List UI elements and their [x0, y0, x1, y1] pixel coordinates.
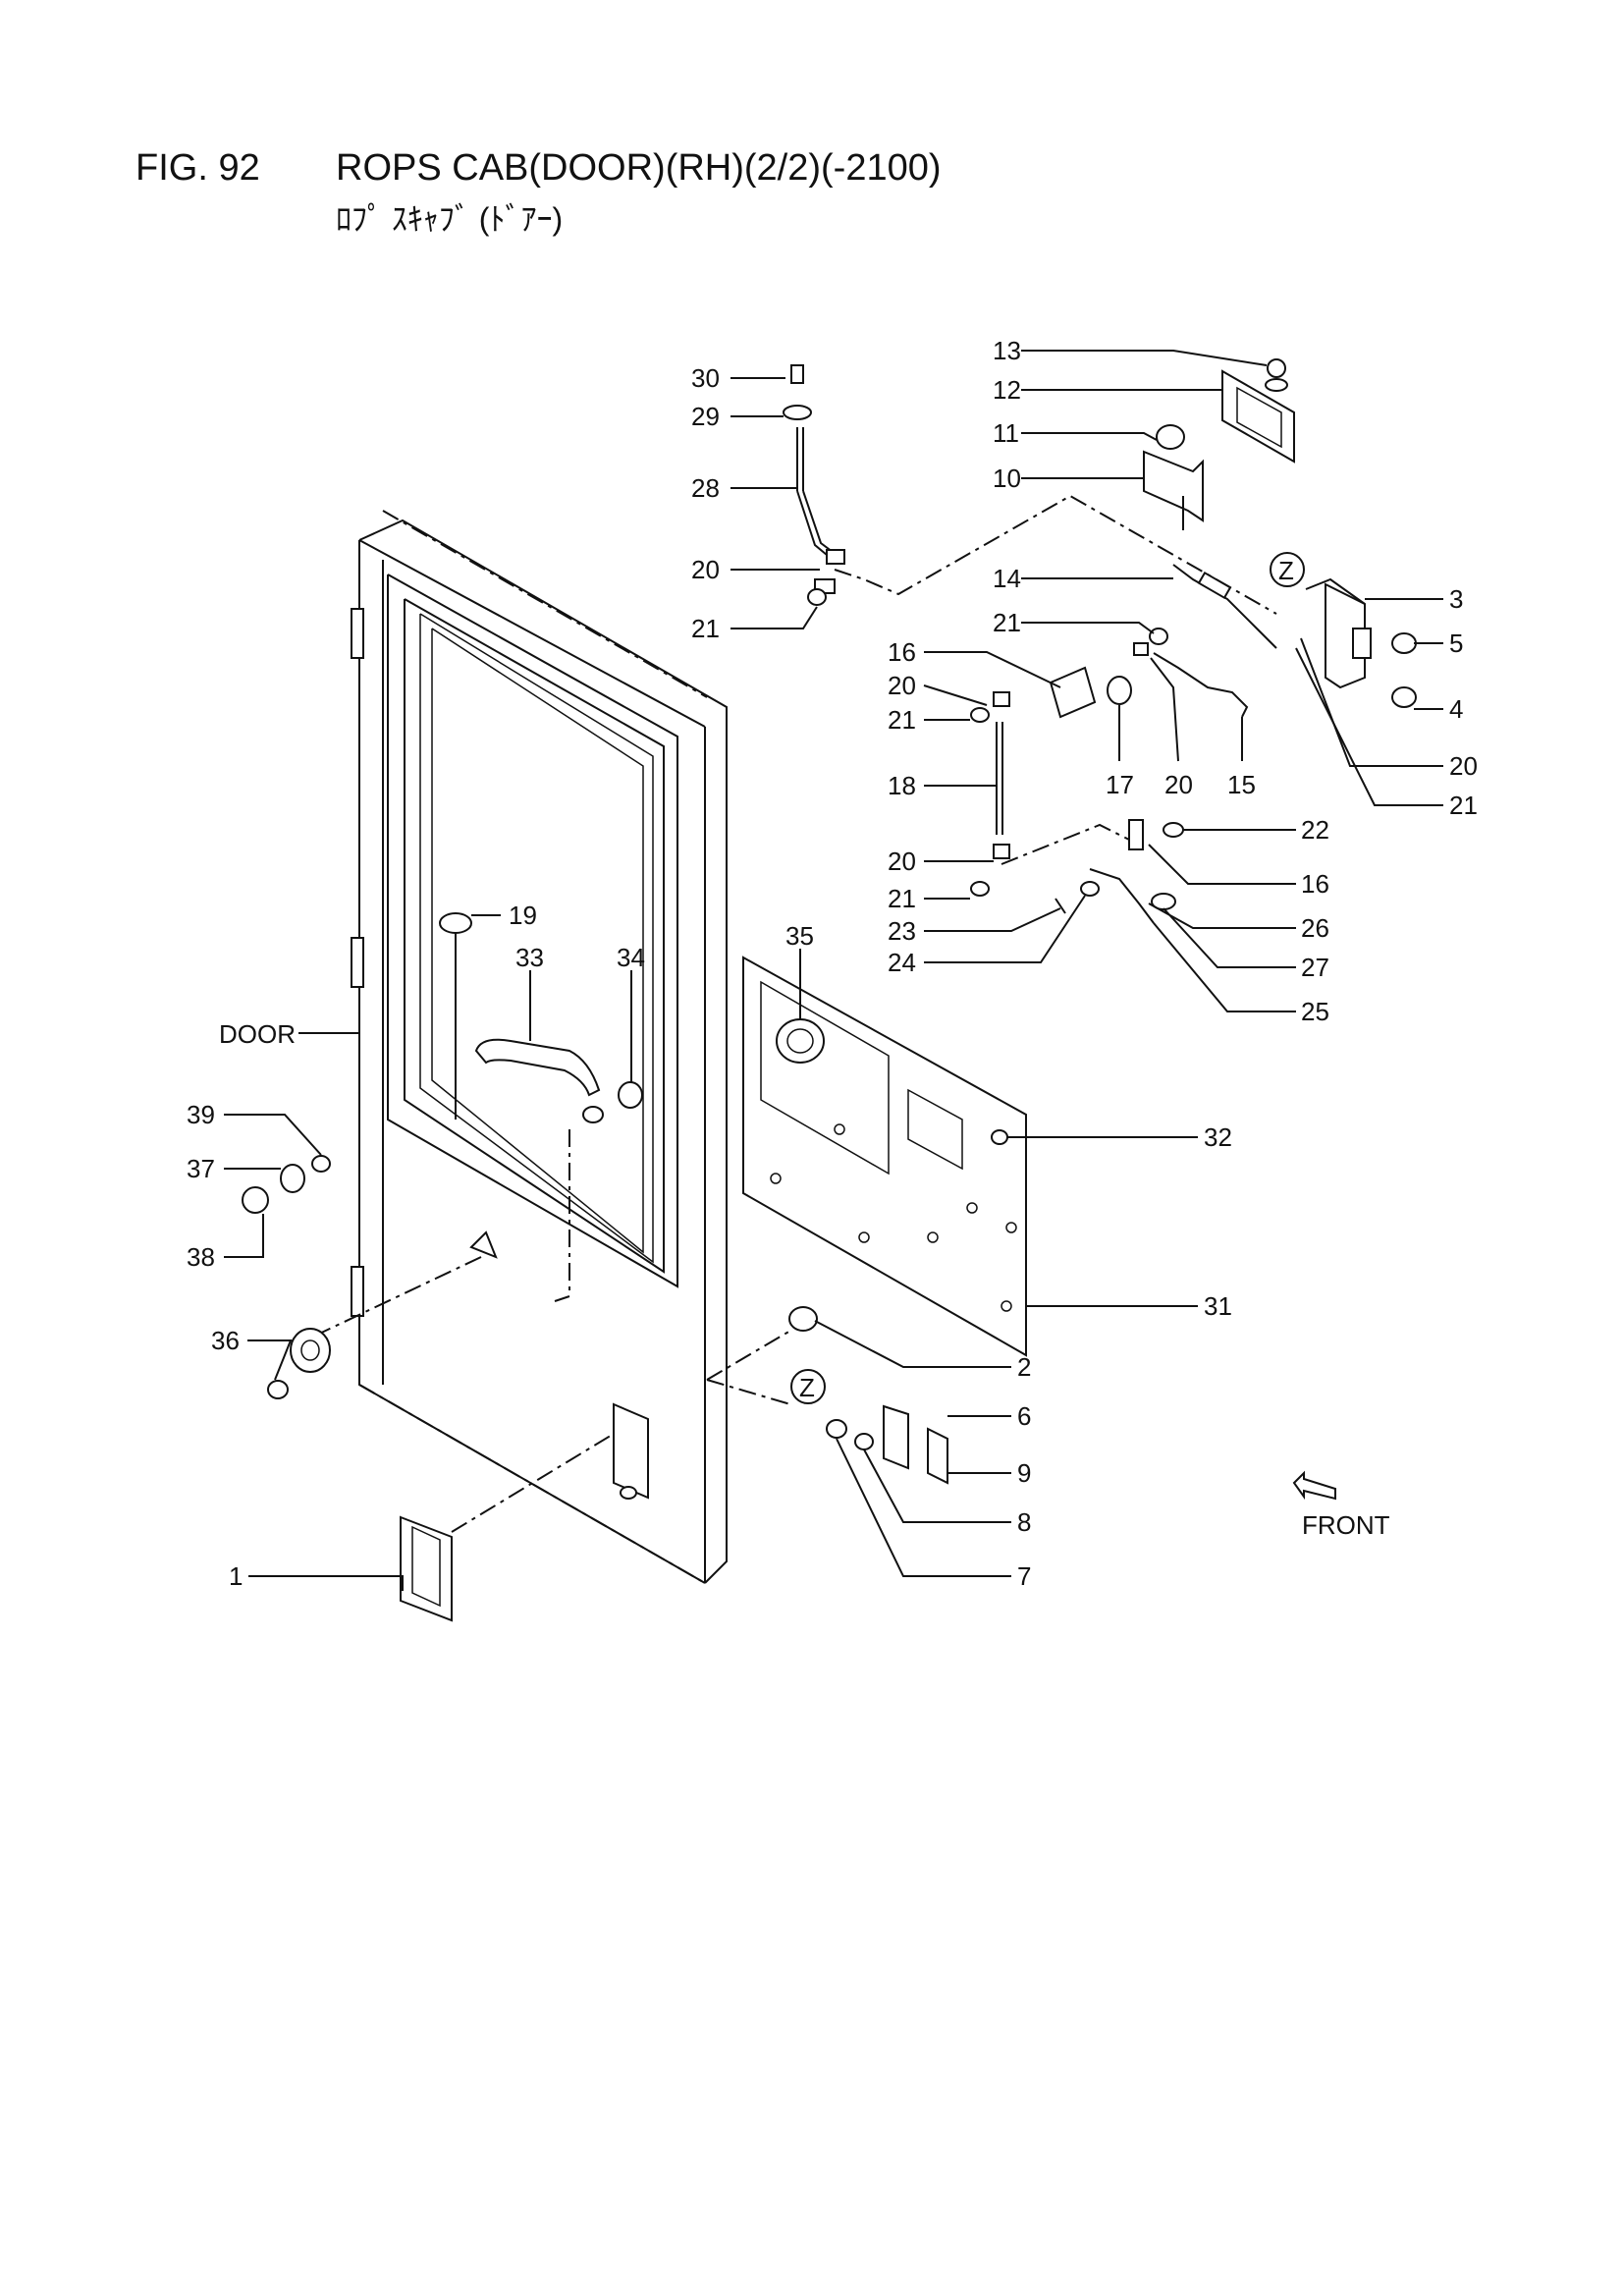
- callout-21: 21: [691, 614, 720, 643]
- callout-numbers: 30 29 28 20 21 13 12 11 10 14 3 5 4 21 1…: [187, 336, 1478, 1591]
- callout-25: 25: [1301, 997, 1329, 1026]
- middle-linkage: [970, 628, 1249, 924]
- callout-24: 24: [888, 948, 916, 977]
- latch-body: Z: [1270, 552, 1417, 708]
- callout-6: 6: [1017, 1401, 1031, 1431]
- callout-20: 20: [1164, 770, 1193, 799]
- callout-13: 13: [993, 336, 1021, 365]
- callout-21: 21: [888, 705, 916, 735]
- callout-35: 35: [785, 921, 814, 951]
- callout-8: 8: [1017, 1507, 1031, 1537]
- callout-4: 4: [1449, 694, 1463, 724]
- callout-26: 26: [1301, 913, 1329, 943]
- callout-27: 27: [1301, 953, 1329, 982]
- figure-title: ROPS CAB(DOOR)(RH)(2/2)(-2100): [336, 147, 942, 189]
- door-label: DOOR: [219, 1019, 296, 1049]
- callout-32: 32: [1204, 1122, 1232, 1152]
- callout-2: 2: [1017, 1352, 1031, 1382]
- callout-31: 31: [1204, 1291, 1232, 1321]
- callout-11: 11: [993, 418, 1019, 448]
- callout-16: 16: [1301, 869, 1329, 899]
- callout-20: 20: [888, 671, 916, 700]
- callout-38: 38: [187, 1242, 215, 1272]
- callout-37: 37: [187, 1154, 215, 1183]
- callout-14: 14: [993, 564, 1021, 593]
- front-arrow-icon: [1292, 1470, 1336, 1501]
- inner-door-parts: [294, 912, 643, 1346]
- view-z-label-bottom: Z: [799, 1373, 815, 1402]
- latch-rod-assembly: [783, 364, 1277, 615]
- callout-5: 5: [1449, 629, 1463, 658]
- callout-21: 21: [888, 884, 916, 913]
- callout-21: 21: [993, 608, 1021, 637]
- callout-20: 20: [1449, 751, 1478, 781]
- figure-subtitle: ﾛﾌﾟ ｽｷｬﾌﾞ (ﾄﾞｱｰ): [336, 201, 564, 237]
- callout-34: 34: [617, 943, 645, 972]
- callout-29: 29: [691, 402, 720, 431]
- view-z-marker-bottom: [790, 1369, 826, 1404]
- callout-16: 16: [888, 637, 916, 667]
- callout-28: 28: [691, 473, 720, 503]
- callout-15: 15: [1227, 770, 1256, 799]
- callout-36: 36: [211, 1326, 240, 1355]
- callout-39: 39: [187, 1100, 215, 1129]
- front-label: FRONT: [1302, 1510, 1390, 1540]
- callout-33: 33: [515, 943, 544, 972]
- outer-handle-assembly: [1143, 358, 1295, 649]
- callout-22: 22: [1301, 815, 1329, 845]
- callout-17: 17: [1106, 770, 1134, 799]
- callout-20: 20: [888, 847, 916, 876]
- callout-23: 23: [888, 916, 916, 946]
- view-z-label-top: Z: [1278, 556, 1294, 585]
- callout-9: 9: [1017, 1458, 1031, 1488]
- callout-3: 3: [1449, 584, 1463, 614]
- callout-10: 10: [993, 464, 1021, 493]
- callout-21: 21: [1449, 791, 1478, 820]
- callout-18: 18: [888, 771, 916, 800]
- callout-30: 30: [691, 363, 720, 393]
- callout-12: 12: [993, 375, 1021, 405]
- figure-number: FIG. 92: [135, 147, 260, 189]
- callout-1: 1: [229, 1561, 243, 1591]
- callout-7: 7: [1017, 1561, 1031, 1591]
- lower-parts: Z: [400, 1306, 948, 1622]
- callout-19: 19: [509, 901, 537, 930]
- inner-panel: [742, 956, 1027, 1357]
- view-z-marker-top: [1270, 552, 1305, 587]
- leader-lines: [224, 350, 1443, 1591]
- left-side-parts: [242, 1155, 331, 1399]
- door-frame: [351, 510, 728, 1584]
- callout-20: 20: [691, 555, 720, 584]
